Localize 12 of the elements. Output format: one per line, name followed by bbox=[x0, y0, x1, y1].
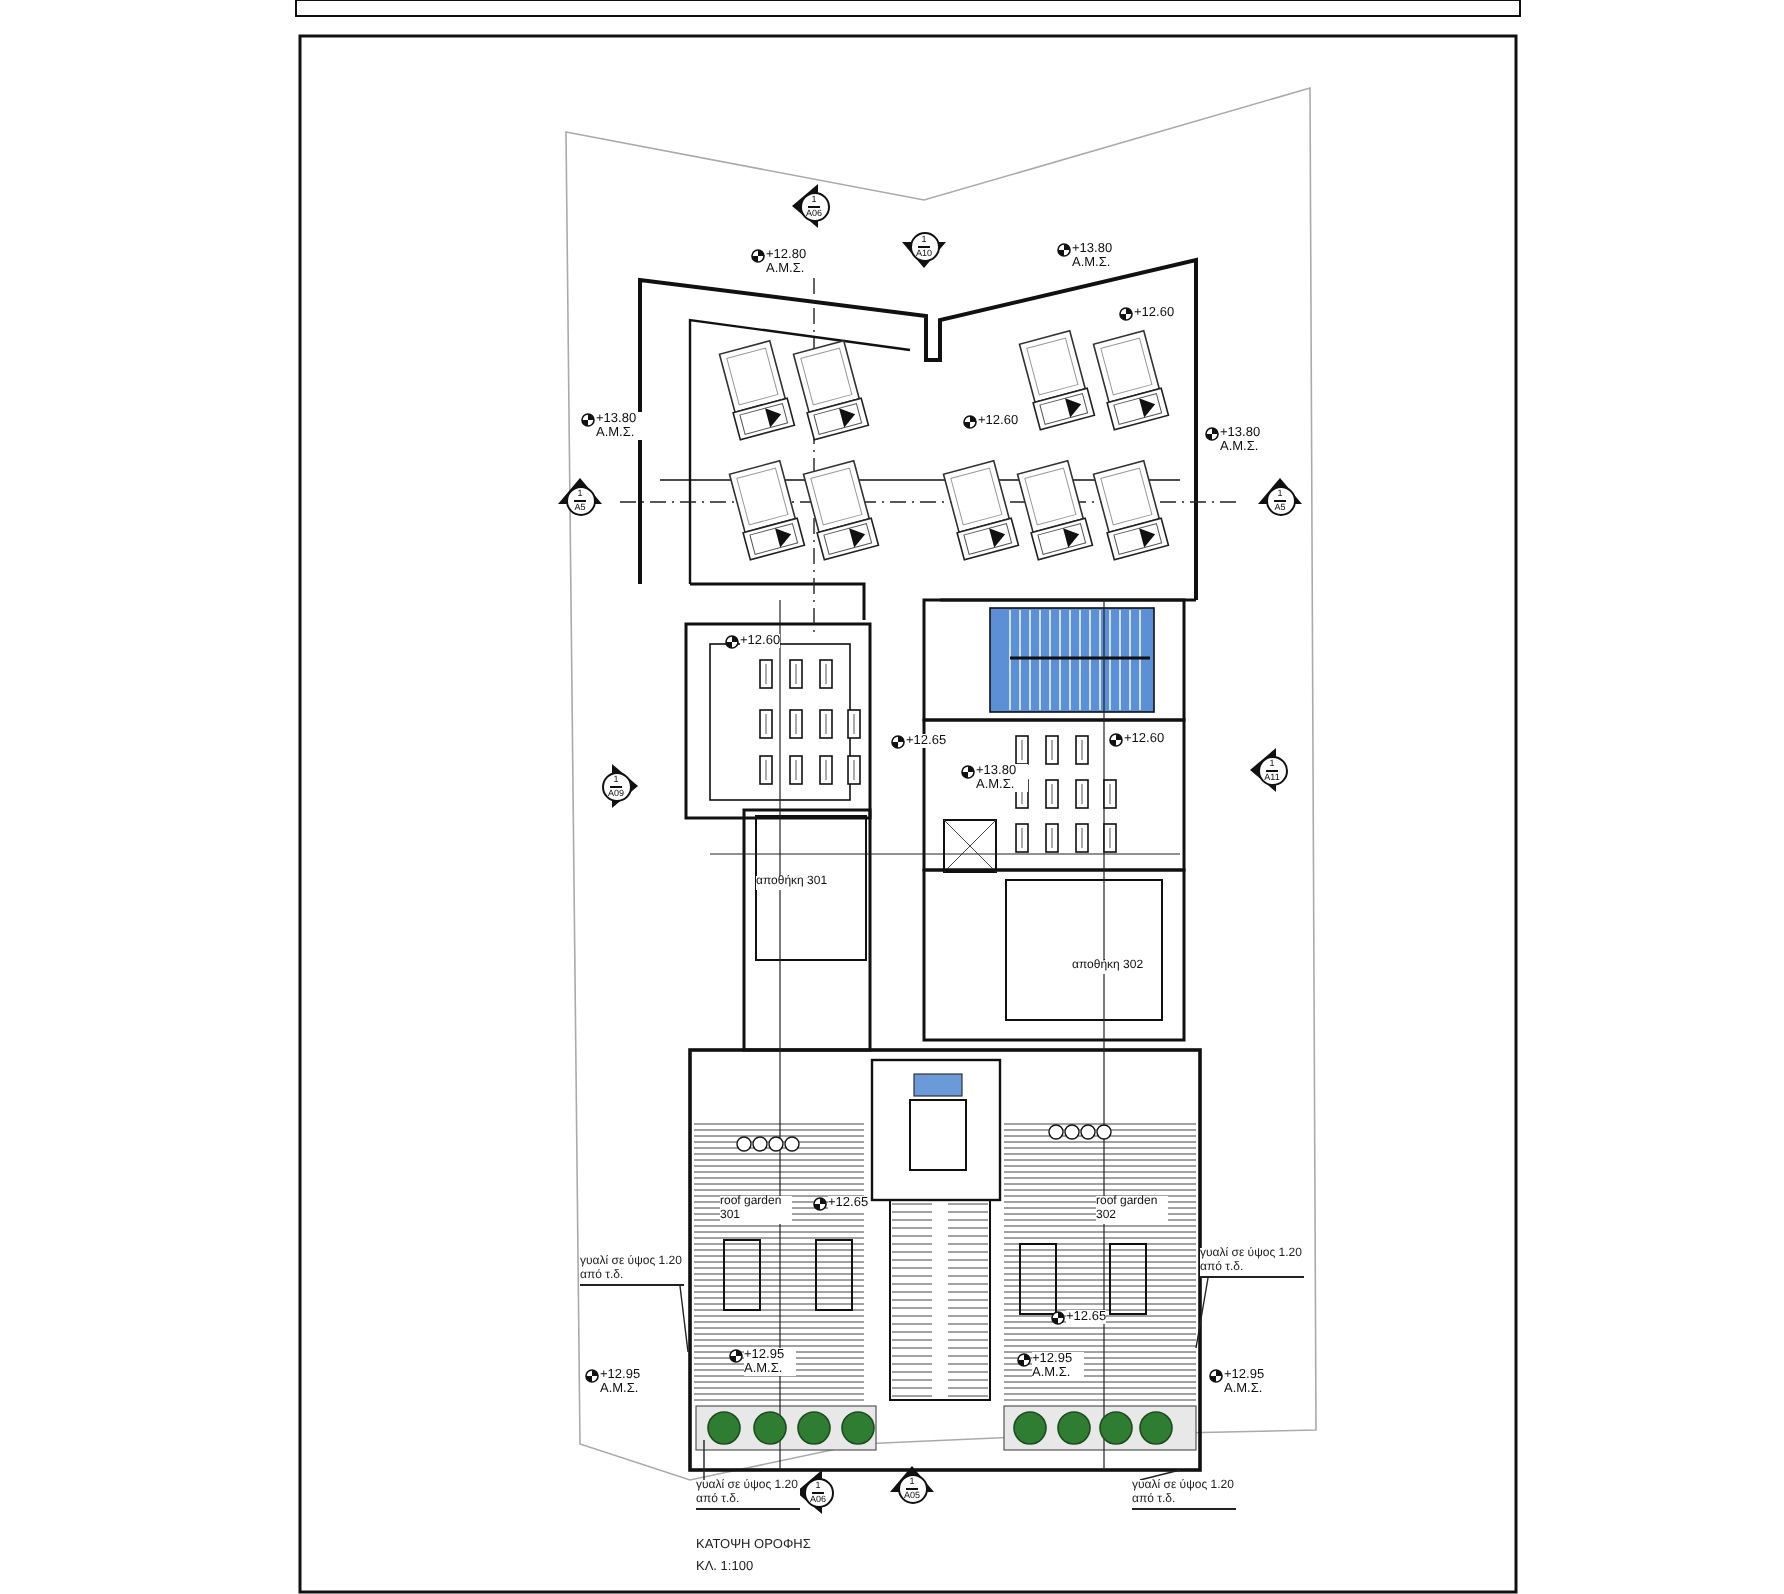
leader-line bbox=[1195, 1277, 1209, 1349]
section-marker bbox=[897, 1473, 927, 1503]
section-marker bbox=[803, 1477, 833, 1507]
section-marker bbox=[1257, 755, 1287, 785]
section-marker bbox=[565, 485, 595, 515]
section-marker bbox=[909, 231, 939, 261]
section-marker bbox=[799, 191, 829, 221]
leader-line bbox=[1139, 1469, 1181, 1481]
leader-line bbox=[679, 1285, 689, 1353]
section-marker bbox=[601, 771, 631, 801]
section-marker bbox=[1265, 485, 1295, 515]
leader-line bbox=[703, 1439, 705, 1481]
